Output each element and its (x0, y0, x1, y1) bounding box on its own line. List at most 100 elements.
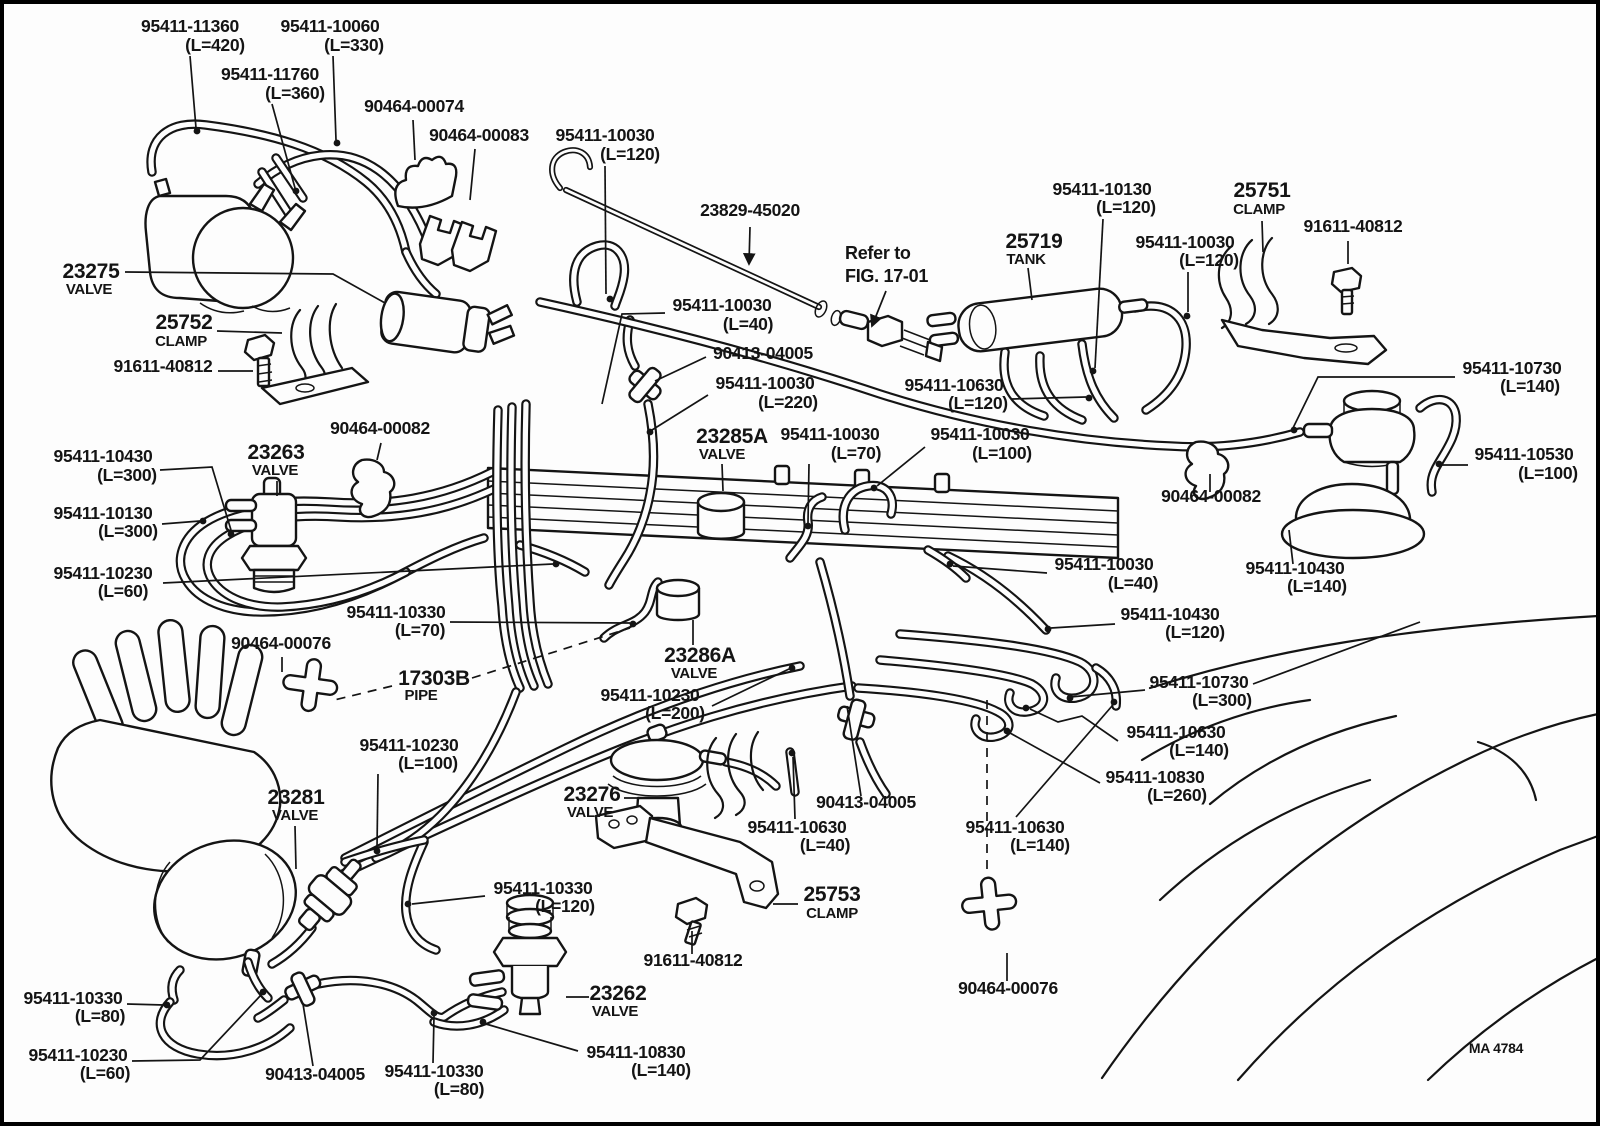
label-text: 95411-10230 (29, 1045, 128, 1065)
label-text: (L=140) (1010, 835, 1070, 855)
leader-line (604, 165, 607, 295)
label-text: 23281 (268, 786, 326, 809)
clamp-25753 (594, 730, 780, 910)
label-text: CLAMP (1233, 201, 1285, 218)
label-text: 95411-10430 (1121, 604, 1220, 624)
leader-dot (1022, 704, 1030, 712)
label-text: (L=140) (631, 1060, 691, 1080)
label-text: 95411-10130 (1053, 179, 1152, 199)
part-label-90413-04005-a: 90413-04005 (654, 343, 814, 382)
label-text: VALVE (567, 804, 614, 821)
label-text: 23285A (696, 425, 768, 448)
part-label-95411-11360: 95411-11360(L=420) (141, 16, 245, 135)
label-text: VALVE (252, 462, 299, 479)
label-text: 90413-04005 (265, 1064, 365, 1084)
leader-dot (1003, 727, 1011, 735)
label-text: TANK (1006, 251, 1046, 268)
leader-line (1252, 621, 1421, 685)
fitting-refer-fig (830, 309, 944, 363)
leader-dot (1044, 625, 1052, 633)
label-text: CLAMP (155, 333, 207, 350)
clamp-90464-00074 (394, 155, 458, 209)
leader-line (1027, 267, 1033, 301)
leader-dot (292, 187, 300, 195)
leader-dot (1089, 367, 1097, 375)
leader-dot (373, 847, 381, 855)
leader-line (294, 825, 297, 870)
leader-line (376, 773, 379, 849)
label-text: 95411-10030 (781, 424, 880, 444)
label-text: 95411-10030 (1055, 554, 1154, 574)
clamp-90464-00076-bottom (958, 873, 1020, 934)
label-text: (L=120) (1179, 250, 1239, 270)
label-text: 23286A (664, 644, 736, 667)
clamp-90464-00083 (418, 214, 498, 273)
leader-dot (804, 522, 812, 530)
label-text: 95411-10330 (347, 602, 446, 622)
label-text: (L=120) (1165, 622, 1225, 642)
part-label-95411-10330-70: 95411-10330(L=70) (347, 602, 637, 640)
label-text: 90464-00074 (364, 96, 464, 116)
leader-dot (227, 530, 235, 538)
bolt-91611-40812-bottom (674, 896, 709, 946)
intake-manifold-lower-right (1100, 614, 1600, 1082)
label-text: (L=420) (185, 35, 245, 55)
label-text: (L=100) (398, 753, 458, 773)
label-text: 90464-00082 (330, 418, 430, 438)
label-text: 95411-10330 (385, 1061, 484, 1081)
part-label-95411-10330-80-b: 95411-10330(L=80) (385, 1009, 484, 1099)
label-text: 90464-00076 (231, 633, 331, 653)
part-label-95411-11760: 95411-11760(L=360) (221, 64, 325, 195)
leader-line (302, 1003, 314, 1067)
leader-line (412, 119, 416, 161)
part-label-95411-10730-300: 95411-10730(L=300) (1066, 621, 1421, 710)
part-label-90464-00082-a: 90464-00082 (330, 418, 431, 461)
leader-dot (193, 127, 201, 135)
label-text: 25752 (156, 311, 213, 334)
leader-line (189, 55, 197, 129)
part-label-90464-00076-a: 90464-00076 (231, 633, 332, 672)
label-text: 95411-10030 (931, 424, 1030, 444)
part-label-95411-10630-140-a: 95411-10630(L=140) (1022, 704, 1229, 760)
label-text: (L=260) (1147, 785, 1207, 805)
leader-line (469, 148, 476, 201)
leader-dot (1085, 394, 1093, 402)
leader-dot (1183, 312, 1191, 320)
leader-line (1029, 708, 1119, 742)
leader-dot (946, 560, 954, 568)
part-label-90464-00076-b: 90464-00076 (958, 953, 1059, 998)
part-label-95411-10630-120: 95411-10630(L=120) (905, 375, 1093, 413)
label-text: (L=140) (1287, 576, 1347, 596)
leader-dot (788, 664, 796, 672)
label-text: (L=100) (1518, 463, 1578, 483)
label-text: 90413-04005 (713, 343, 813, 363)
label-text: 95411-10230 (601, 685, 700, 705)
label-text: (L=100) (972, 443, 1032, 463)
leader-line (216, 330, 283, 334)
canister-right-lower (1280, 460, 1426, 560)
leader-line (124, 271, 386, 304)
leader-line (1094, 218, 1104, 369)
label-text: 95411-10030 (716, 373, 815, 393)
leader-line (1009, 732, 1101, 784)
label-text: 95411-10630 (748, 817, 847, 837)
leader-line (411, 895, 486, 905)
label-text: 95411-10730 (1150, 672, 1249, 692)
part-label-95411-10030-120-b: 95411-10030(L=120) (1136, 232, 1239, 320)
leader-line (449, 621, 631, 624)
leader-line (1292, 376, 1455, 429)
part-label-95411-10830-140: 95411-10830(L=140) (479, 1018, 691, 1080)
label-text: 23276 (564, 783, 621, 806)
leader-line (485, 1023, 579, 1052)
part-label-91611-40812-b: 91611-40812 (114, 356, 253, 376)
leader-dot (479, 1018, 487, 1026)
part-label-95411-10030-40-a: 95411-10030(L=40) (601, 295, 773, 405)
distributor (50, 618, 297, 978)
